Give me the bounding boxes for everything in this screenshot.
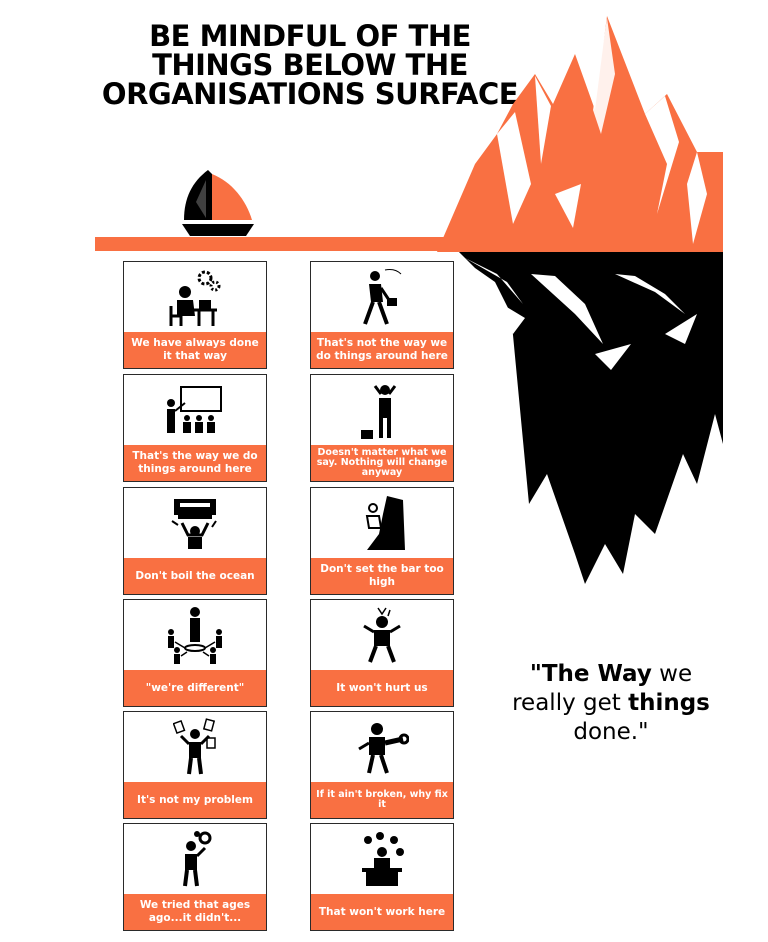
card-caption: We have always done it that way bbox=[124, 332, 266, 368]
card-caption: That's the way we do things around here bbox=[124, 445, 266, 481]
card-nothing-will-change: Doesn't matter what we say. Nothing will… bbox=[310, 374, 454, 482]
person-crushed-by-printer-icon bbox=[171, 499, 217, 549]
card-aint-broken: If it ain't broken, why fix it bbox=[310, 711, 454, 819]
card-boil-ocean: Don't boil the ocean bbox=[123, 487, 267, 595]
person-climbing-cliff-icon bbox=[365, 496, 405, 550]
card-were-different: "we're different" bbox=[123, 599, 267, 707]
card-wont-work-here: That won't work here bbox=[310, 823, 454, 931]
card-wont-hurt-us: It won't hurt us bbox=[310, 599, 454, 707]
quote-text-2: done." bbox=[573, 719, 649, 745]
card-caption: If it ain't broken, why fix it bbox=[311, 782, 453, 818]
title-line-2: THINGS BELOW THE bbox=[152, 48, 468, 82]
person-juggling-papers-icon bbox=[173, 718, 216, 775]
title-line-3: ORGANISATIONS SURFACE bbox=[101, 77, 519, 111]
card-caption: We tried that ages ago...it didn't... bbox=[124, 894, 266, 930]
card-caption: Don't boil the ocean bbox=[124, 558, 266, 594]
network-of-people-icon bbox=[168, 607, 222, 664]
card-caption: That's not the way we do things around h… bbox=[311, 332, 453, 368]
card-caption: "we're different" bbox=[124, 670, 266, 706]
card-not-my-problem: It's not my problem bbox=[123, 711, 267, 819]
presenter-with-audience-icon bbox=[167, 386, 222, 433]
quote-emphasis-2: things bbox=[628, 690, 710, 716]
card-caption: It's not my problem bbox=[124, 782, 266, 818]
person-shocked-icon bbox=[363, 607, 401, 663]
person-at-desk-with-gears-icon bbox=[169, 270, 221, 326]
card-the-way-we-do: That's the way we do things around here bbox=[123, 374, 267, 482]
card-caption: That won't work here bbox=[311, 894, 453, 930]
businessman-walking-away-icon bbox=[363, 269, 402, 325]
page-title: BE MINDFUL OF THE THINGS BELOW THE ORGAN… bbox=[100, 22, 520, 109]
quote-emphasis-1: "The Way bbox=[529, 661, 652, 687]
quote-text-1: we really get bbox=[512, 661, 693, 716]
frustrated-person-hands-on-head-icon bbox=[361, 385, 397, 439]
card-caption: Don't set the bar too high bbox=[311, 558, 453, 594]
person-with-ideas-icon bbox=[183, 831, 212, 887]
iceberg-icon bbox=[437, 16, 723, 584]
overwhelmed-person-at-desk-icon bbox=[362, 832, 404, 886]
card-always-done-it: We have always done it that way bbox=[123, 261, 267, 369]
card-bar-too-high: Don't set the bar too high bbox=[310, 487, 454, 595]
card-tried-that: We tried that ages ago...it didn't... bbox=[123, 823, 267, 931]
worker-with-wrench-icon bbox=[358, 723, 409, 774]
card-caption: Doesn't matter what we say. Nothing will… bbox=[311, 445, 453, 481]
waterline bbox=[95, 237, 445, 251]
title-line-1: BE MINDFUL OF THE bbox=[149, 19, 471, 53]
card-not-the-way: That's not the way we do things around h… bbox=[310, 261, 454, 369]
quote: "The Way we really get things done." bbox=[506, 660, 716, 747]
card-caption: It won't hurt us bbox=[311, 670, 453, 706]
sailboat-icon bbox=[182, 170, 254, 236]
